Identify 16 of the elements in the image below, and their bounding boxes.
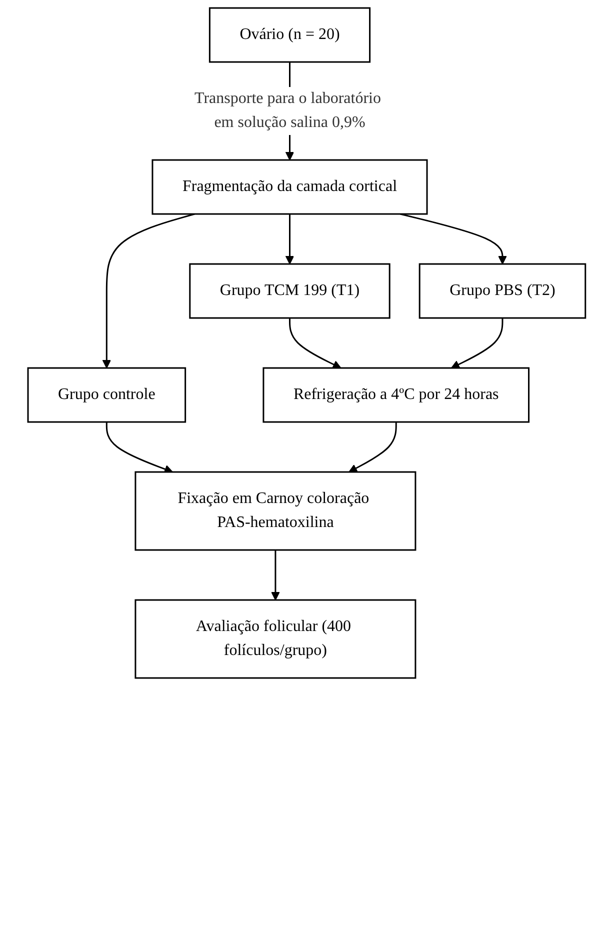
arrow: [106, 422, 173, 474]
arrow: [288, 318, 342, 368]
arrow: [450, 318, 504, 368]
node-box: Fixação em Carnoy coloração PAS-hematoxilina: [134, 471, 416, 551]
node-box: Ovário (n = 20): [208, 7, 370, 63]
node-box: Fragmentação da camada cortical: [152, 159, 428, 215]
arrow: [285, 214, 294, 264]
arrow: [348, 422, 397, 472]
node-box: Refrigeração a 4ºC por 24 horas: [262, 367, 530, 423]
arrow: [270, 550, 280, 600]
arrow: [102, 213, 195, 368]
node-box: Grupo controle: [27, 367, 186, 423]
node-box: Avaliação folicular (400 folículos/grupo): [134, 599, 416, 679]
edge-label: Transporte para o laboratório em solução salina 0,9%: [194, 90, 381, 131]
node-box: Grupo PBS (T2): [418, 263, 586, 319]
node-box: Grupo TCM 199 (T1): [188, 263, 390, 319]
